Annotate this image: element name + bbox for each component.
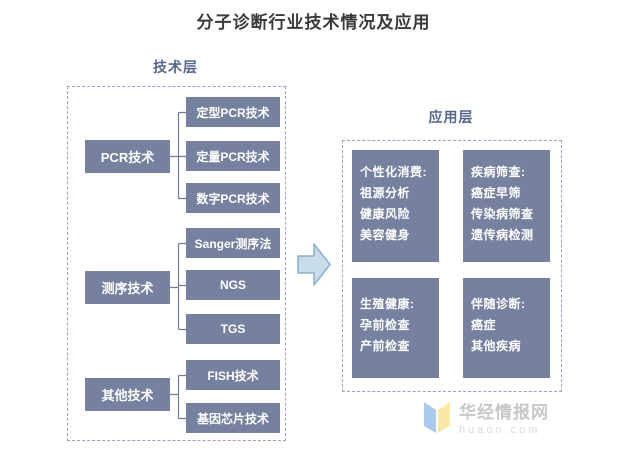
watermark-text: 华经情报网 huaon.com [459,398,549,436]
app-box-title: 伴随诊断: [471,297,526,311]
huajing-logo-icon [424,402,450,433]
watermark-domain: huaon.com [459,424,541,436]
right-arrow-icon [297,243,331,286]
tech-child-box: FISH技术 [186,360,280,390]
app-box-line: 祖源分析 [360,186,411,200]
app-box-line: 美容健身 [360,228,411,242]
tech-parent-box-pcr: PCR技术 [85,140,170,173]
tech-layer-label: 技术层 [153,59,198,75]
app-layer-label: 应用层 [428,109,474,125]
tech-child-box: Sanger测序法 [186,228,280,258]
tech-child-box: 定型PCR技术 [186,97,280,127]
app-box-title: 疾病筛查: [471,165,526,179]
tech-child-box: 数字PCR技术 [186,183,280,213]
app-box-reproductive-health: 生殖健康: 孕前检查 产前检查 [352,278,439,378]
app-box-disease-screening: 疾病筛查: 癌症早筛 传染病筛查 遗传病检测 [463,150,550,262]
app-box-personal-consumption: 个性化消费: 祖源分析 健康风险 美容健身 [352,150,439,262]
tech-parent-box-other: 其他技术 [85,378,170,411]
tech-child-box: TGS [186,314,280,344]
tech-child-box: NGS [186,270,280,300]
watermark: 华经情报网 huaon.com [424,398,549,436]
tech-parent-box-sequencing: 测序技术 [85,271,170,304]
tech-layer-panel [67,86,286,441]
watermark-name: 华经情报网 [459,403,549,422]
app-box-line: 健康风险 [360,207,411,221]
tech-child-box: 定量PCR技术 [186,141,280,171]
app-box-title: 生殖健康: [360,297,415,311]
app-box-line: 孕前检查 [360,318,411,332]
page-title: 分子诊断行业技术情况及应用 [196,13,431,32]
app-box-line: 癌症早筛 [471,186,522,200]
app-box-companion-diagnosis: 伴随诊断: 癌症 其他疾病 [463,278,550,378]
app-box-title: 个性化消费: [360,165,427,179]
app-box-line: 其他疾病 [471,339,522,353]
app-box-line: 癌症 [471,318,497,332]
app-box-line: 遗传病检测 [471,228,534,242]
tech-child-box: 基因芯片技术 [186,403,280,433]
app-layer-panel [342,140,562,392]
app-box-line: 传染病筛查 [471,207,534,221]
app-box-line: 产前检查 [360,339,411,353]
